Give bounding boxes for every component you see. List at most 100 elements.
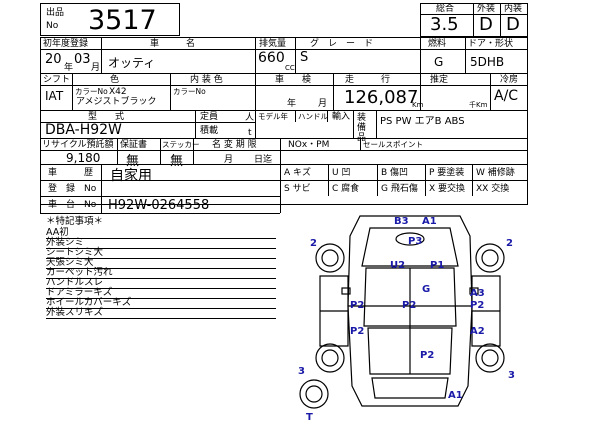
tire-front-left: 2 bbox=[310, 238, 317, 249]
tire-rear-right: 3 bbox=[508, 370, 515, 381]
fuel-label: 燃料 bbox=[428, 39, 447, 49]
mileage-label: 走 行 bbox=[345, 75, 391, 85]
name-change-label: 名 変 期 限 bbox=[212, 140, 257, 150]
overall-score: 3.5 bbox=[430, 14, 459, 35]
mark-p2-2: P2 bbox=[402, 300, 416, 311]
note-8: ホイールカバーキズ bbox=[46, 297, 132, 308]
note-6: ハンドルスレ bbox=[46, 277, 104, 288]
mark-u2: U2 bbox=[390, 260, 405, 271]
legend-9: X 要交換 bbox=[429, 184, 466, 194]
estimate-label: 推定 bbox=[430, 75, 449, 85]
person-unit: 人 bbox=[245, 113, 255, 123]
legend-6: S サビ bbox=[284, 184, 311, 194]
notes-title: ＊特記事項＊ bbox=[46, 216, 104, 227]
mark-p2-1: P2 bbox=[350, 300, 364, 311]
legend-2: U 凹 bbox=[332, 168, 351, 178]
lot-no-label: No bbox=[46, 21, 59, 31]
sticker-value: 無 bbox=[170, 154, 184, 169]
note-1: AA初 bbox=[46, 227, 69, 238]
ac-label: 冷房 bbox=[500, 75, 519, 85]
grade-label: グ レ ー ド bbox=[310, 39, 374, 49]
legend-1: A キズ bbox=[284, 168, 312, 178]
first-reg-month: 03 bbox=[74, 52, 91, 67]
color-name: アメジストブラック bbox=[76, 97, 157, 107]
displacement-label: 排気量 bbox=[259, 39, 287, 49]
fuel-value: G bbox=[434, 55, 444, 69]
displacement-value: 660 bbox=[258, 50, 285, 66]
warranty-value: 無 bbox=[126, 154, 140, 169]
load-label: 積載 bbox=[200, 126, 219, 136]
inspection-month-unit: 月 bbox=[318, 99, 328, 109]
sales-point-label: セールスポイント bbox=[363, 140, 423, 149]
interior-score: D bbox=[506, 14, 520, 35]
type-label: 型 式 bbox=[88, 112, 125, 122]
scores-box bbox=[420, 3, 528, 37]
cc-unit: CC bbox=[285, 64, 295, 72]
legend-8: G 飛石傷 bbox=[381, 184, 418, 194]
first-reg-label: 初年度登録 bbox=[43, 39, 89, 49]
reg-no-label: 登 録 No bbox=[48, 184, 97, 194]
equipment-label: 装備品 bbox=[357, 113, 367, 143]
note-3: シートシミ大 bbox=[46, 247, 104, 258]
mark-a1-rear: A1 bbox=[448, 390, 463, 401]
legend-10: XX 交換 bbox=[476, 184, 510, 194]
tire-rear-left: 3 bbox=[298, 366, 305, 377]
color-no-label: カラーNo bbox=[75, 87, 108, 96]
exterior-score: D bbox=[479, 14, 493, 35]
door-label: ドア・形状 bbox=[468, 39, 514, 49]
interior-label: 内装 bbox=[504, 4, 523, 14]
usage-value: 自家用 bbox=[110, 168, 152, 184]
main-grid bbox=[40, 37, 528, 205]
model-label: 車 名 bbox=[150, 39, 196, 49]
mark-a1-front: A1 bbox=[422, 216, 437, 227]
equipment-value: PS PW エアB ABS bbox=[380, 116, 465, 127]
note-2: 外装シミ bbox=[46, 237, 85, 248]
mark-p1: P1 bbox=[430, 260, 444, 271]
interior-color-label: 内 装 色 bbox=[190, 75, 223, 85]
mileage-value: 126,087 bbox=[344, 87, 419, 108]
lot-label: 出品 bbox=[46, 8, 65, 18]
thousand-km-unit: 千Km bbox=[469, 101, 488, 109]
legend-5: W 補修跡 bbox=[476, 168, 515, 178]
lot-number: 3517 bbox=[88, 5, 157, 36]
mark-p2-4: P2 bbox=[350, 326, 364, 337]
note-5: カーペット汚れ bbox=[46, 267, 113, 278]
lot-box bbox=[40, 3, 180, 36]
shift-value: IAT bbox=[45, 89, 64, 103]
ac-value: A/C bbox=[494, 88, 519, 104]
color-label: 色 bbox=[110, 75, 120, 85]
year-unit: 年 bbox=[64, 63, 74, 73]
model-name: オッティ bbox=[108, 56, 156, 70]
handle-label: ハンドル bbox=[298, 112, 328, 121]
recycle-label: リサイクル預託額 bbox=[42, 140, 114, 150]
grade-value: S bbox=[300, 50, 309, 65]
model-year-label: モデル年 bbox=[258, 112, 288, 121]
legend-3: B 傷凹 bbox=[381, 168, 409, 178]
import-label: 輸入 bbox=[332, 112, 351, 122]
first-reg-year: 20 bbox=[45, 52, 62, 67]
note-4: 天張シミ大 bbox=[46, 257, 94, 268]
chassis-label: 車 台 No bbox=[48, 200, 97, 210]
mark-p2-3: P2 bbox=[470, 300, 484, 311]
overall-label: 総合 bbox=[436, 4, 455, 14]
exterior-label: 外装 bbox=[477, 4, 496, 14]
color-no-value: X42 bbox=[109, 87, 127, 97]
note-7: ドアミラーキズ bbox=[46, 287, 113, 298]
recycle-value: 9,180 bbox=[66, 151, 101, 165]
mark-b3: B3 bbox=[394, 216, 409, 227]
shift-label: シフト bbox=[43, 75, 71, 85]
ton-unit: t bbox=[248, 128, 252, 138]
spare-tire-mark: T bbox=[306, 412, 313, 423]
int-color-no-label: カラーNo bbox=[173, 87, 206, 96]
name-change-month: 月 bbox=[224, 155, 234, 165]
inspection-year-unit: 年 bbox=[287, 99, 297, 109]
mark-p2-5: P2 bbox=[420, 350, 434, 361]
mark-a2: A2 bbox=[470, 326, 485, 337]
note-9: 外装スリキズ bbox=[46, 307, 104, 318]
door-value: 5DHB bbox=[470, 55, 505, 69]
tire-front-right: 2 bbox=[506, 238, 513, 249]
warranty-label: 保証書 bbox=[120, 140, 148, 150]
usage-label: 車 歴 bbox=[48, 168, 94, 178]
month-unit: 月 bbox=[91, 63, 101, 73]
mark-a3: A3 bbox=[470, 288, 485, 299]
